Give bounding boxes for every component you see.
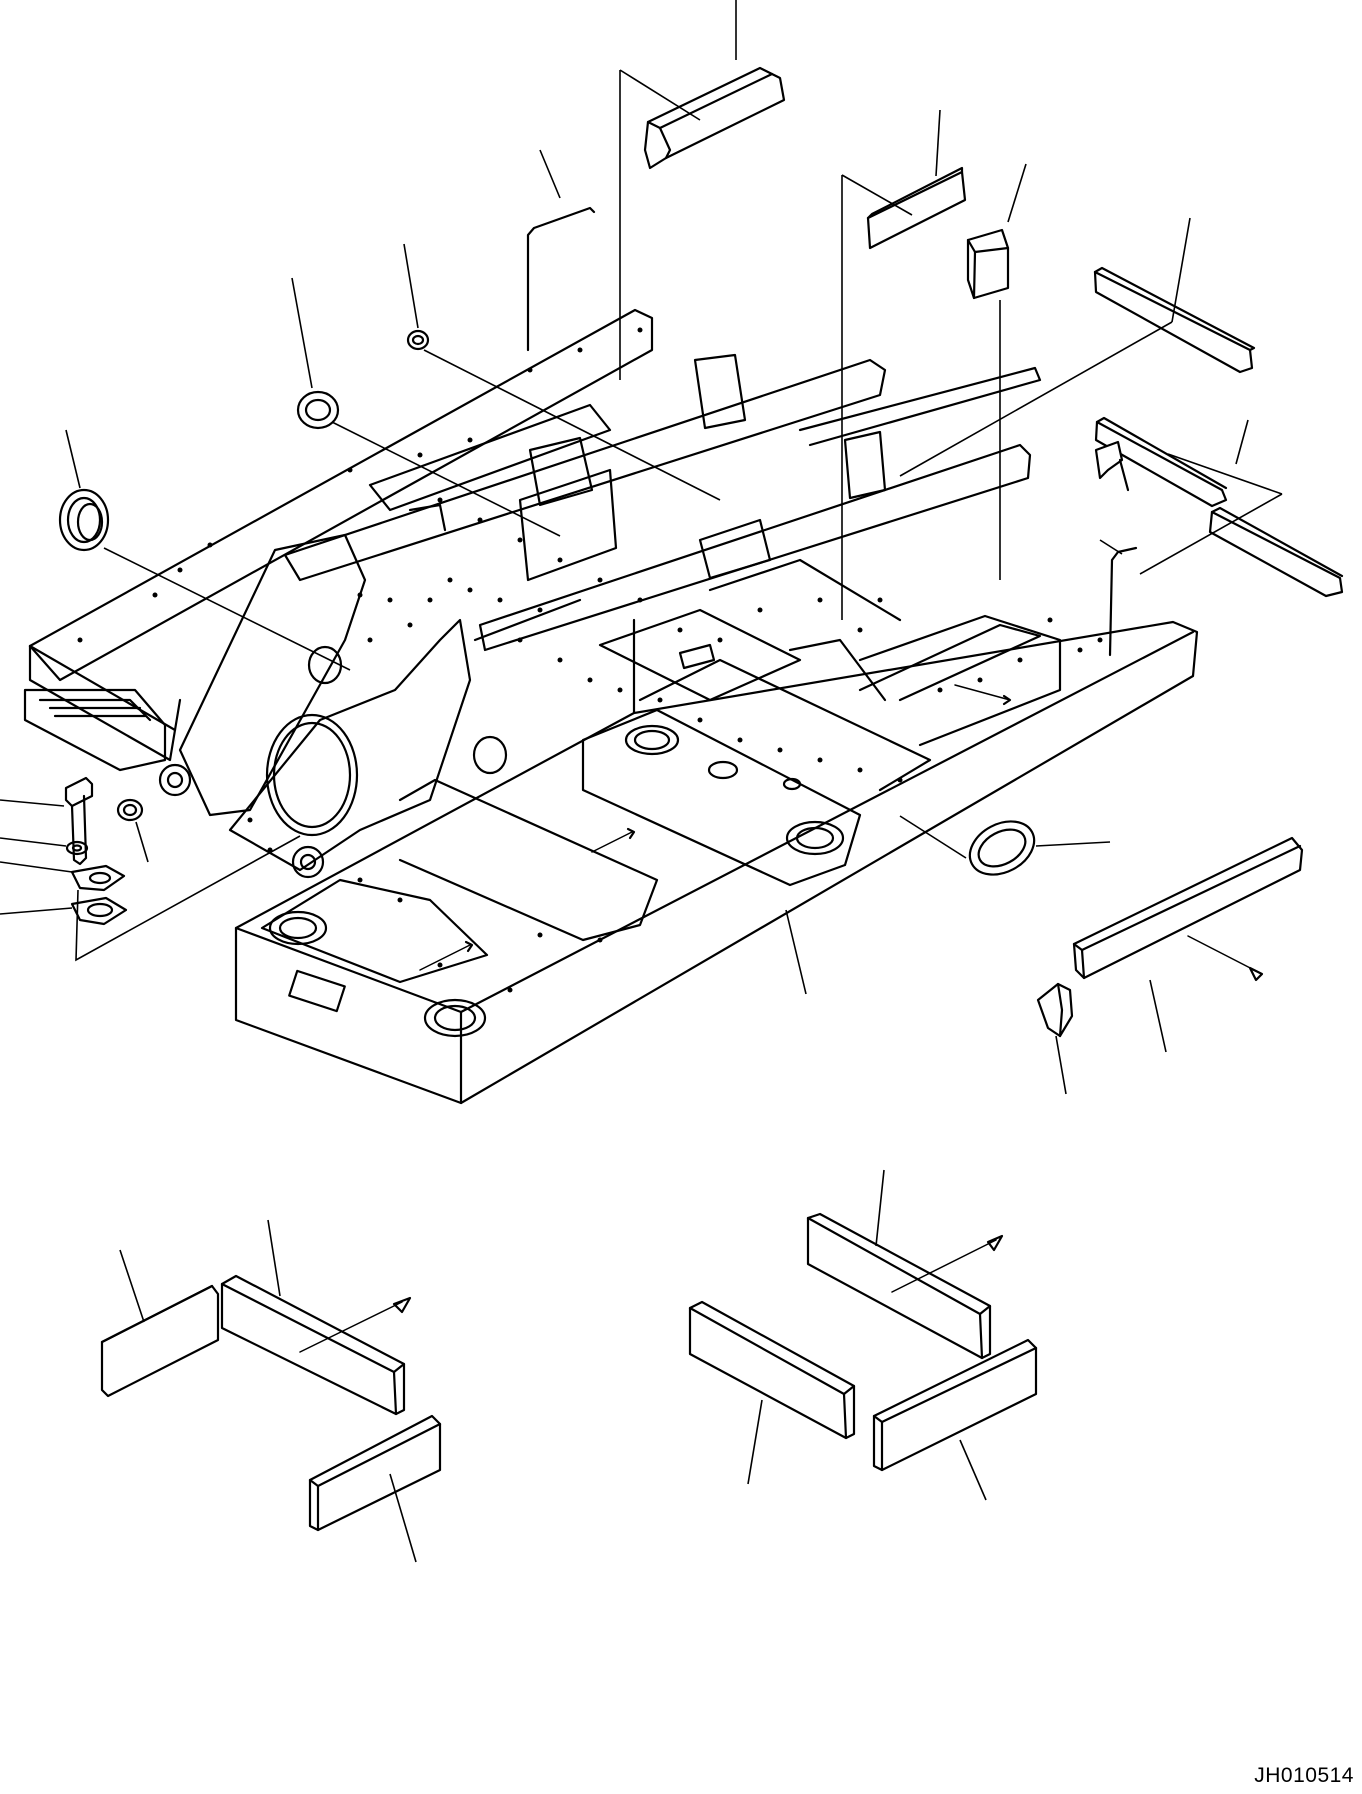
- fastener-bracket: [75, 835, 301, 962]
- pad-bottom-left-long: [220, 1274, 412, 1416]
- cab-mount-rubber-center: [296, 390, 340, 430]
- wire-clamp-right: [1108, 546, 1138, 657]
- bar-strip-lower-right: [1208, 506, 1344, 598]
- bar-strip-mid-right: [1094, 416, 1228, 508]
- pad-bottom-left-small: [100, 1284, 220, 1398]
- nut-side: [116, 798, 144, 822]
- bar-strip-top-right: [1093, 266, 1256, 374]
- pad-bottom-left-angled: [308, 1414, 442, 1532]
- washer: [65, 840, 89, 856]
- cab-mount-rubber-left: [58, 488, 110, 552]
- plate: [70, 896, 128, 926]
- flat-pad-top: [866, 166, 967, 250]
- gasket: [70, 864, 126, 892]
- pad-bottom-right-angled: [872, 1338, 1038, 1472]
- curved-pad: [643, 66, 786, 170]
- side-cover-right: [1072, 836, 1304, 982]
- nut-top: [406, 329, 430, 351]
- cushion-block: [966, 228, 1010, 300]
- wire-clamp-top: [526, 206, 596, 352]
- drawing-id-label: JH010514: [1254, 1764, 1354, 1787]
- pad-bottom-right-top: [806, 1212, 1004, 1360]
- side-cover-end: [1036, 982, 1074, 1038]
- leader-lines: [0, 0, 1283, 1563]
- corner-pad-right: [1094, 440, 1130, 492]
- rivet-dots: [77, 327, 1103, 993]
- upper-frame: [23, 308, 1199, 1105]
- oval-grommet: [968, 820, 1036, 876]
- pad-bottom-right-mid: [688, 1300, 856, 1440]
